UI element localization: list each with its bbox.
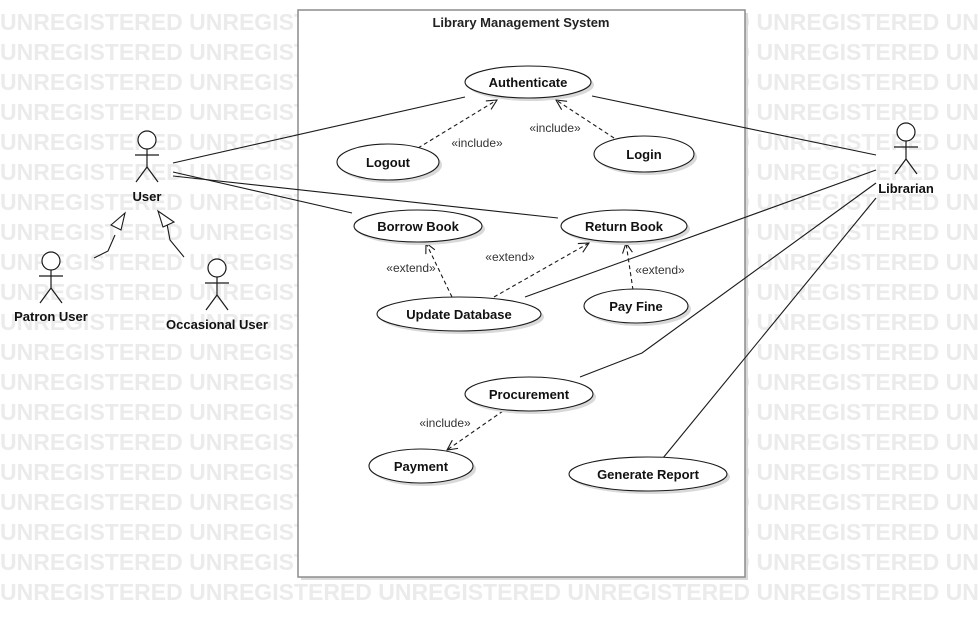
stereotype-extend-payfine: «extend» [635, 263, 685, 277]
svg-text:Login: Login [626, 147, 661, 162]
actor-patron-user-label: Patron User [14, 309, 88, 324]
stick-figure-icon [39, 251, 63, 304]
use-case-authenticate[interactable]: Authenticate [464, 65, 594, 101]
assoc-librarian-procurement [579, 182, 877, 378]
gen-occasional-head [157, 209, 176, 228]
svg-text:Pay Fine: Pay Fine [609, 299, 662, 314]
actor-occasional-user-label: Occasional User [166, 317, 268, 332]
gen-patron-head [110, 211, 126, 231]
use-case-logout[interactable]: Logout [336, 143, 442, 183]
svg-text:Update Database: Update Database [406, 307, 511, 322]
use-case-payment[interactable]: Payment [368, 448, 476, 486]
stereotype-extend-borrow: «extend» [386, 261, 436, 275]
use-case-login[interactable]: Login [593, 135, 697, 175]
dep-update-borrow [426, 243, 453, 298]
dep-payfine-return [626, 243, 634, 291]
stereotype-extend-return: «extend» [485, 250, 535, 264]
watermark-row-19: UNREGISTERED UNREGISTERED UNREGISTERED U… [0, 579, 978, 605]
stereotype-include-login: «include» [529, 121, 581, 135]
actor-occasional-user[interactable]: Occasional User [166, 258, 268, 332]
stick-figure-icon [205, 258, 229, 311]
svg-text:Return Book: Return Book [585, 219, 664, 234]
gen-patron-line [93, 234, 116, 259]
stereotype-include-logout: «include» [451, 136, 503, 150]
actor-user[interactable]: User [133, 130, 162, 204]
assoc-librarian-authenticate [591, 95, 877, 156]
actor-user-label: User [133, 189, 162, 204]
actor-patron-user[interactable]: Patron User [14, 251, 88, 324]
dependencies [417, 100, 634, 450]
dep-procurement-payment [447, 410, 504, 450]
svg-text:Payment: Payment [394, 459, 449, 474]
actor-librarian[interactable]: Librarian [878, 122, 934, 196]
dep-login-authenticate [556, 100, 615, 139]
stick-figure-icon [135, 130, 159, 183]
stereotype-include-payment: «include» [419, 416, 471, 430]
gen-occasional-line [166, 223, 185, 258]
associations [172, 95, 877, 459]
use-case-return-book[interactable]: Return Book [560, 209, 690, 245]
use-case-generate-report[interactable]: Generate Report [568, 456, 730, 494]
assoc-librarian-update [524, 169, 877, 298]
use-case-pay-fine[interactable]: Pay Fine [583, 288, 691, 326]
svg-text:Borrow Book: Borrow Book [377, 219, 459, 234]
assoc-librarian-report [662, 197, 877, 459]
use-case-update-database[interactable]: Update Database [376, 296, 544, 334]
system-title: Library Management System [432, 15, 609, 30]
svg-text:Procurement: Procurement [489, 387, 570, 402]
svg-text:Logout: Logout [366, 155, 411, 170]
stick-figure-icon [894, 122, 918, 175]
svg-text:Generate Report: Generate Report [597, 467, 700, 482]
svg-text:Authenticate: Authenticate [489, 75, 568, 90]
actor-librarian-label: Librarian [878, 181, 934, 196]
assoc-user-authenticate [172, 96, 466, 164]
dep-logout-authenticate [417, 100, 497, 149]
use-case-procurement[interactable]: Procurement [464, 376, 596, 414]
use-case-borrow-book[interactable]: Borrow Book [353, 209, 485, 245]
dep-update-return [493, 243, 589, 298]
generalizations [93, 209, 185, 259]
assoc-user-return [172, 175, 559, 219]
